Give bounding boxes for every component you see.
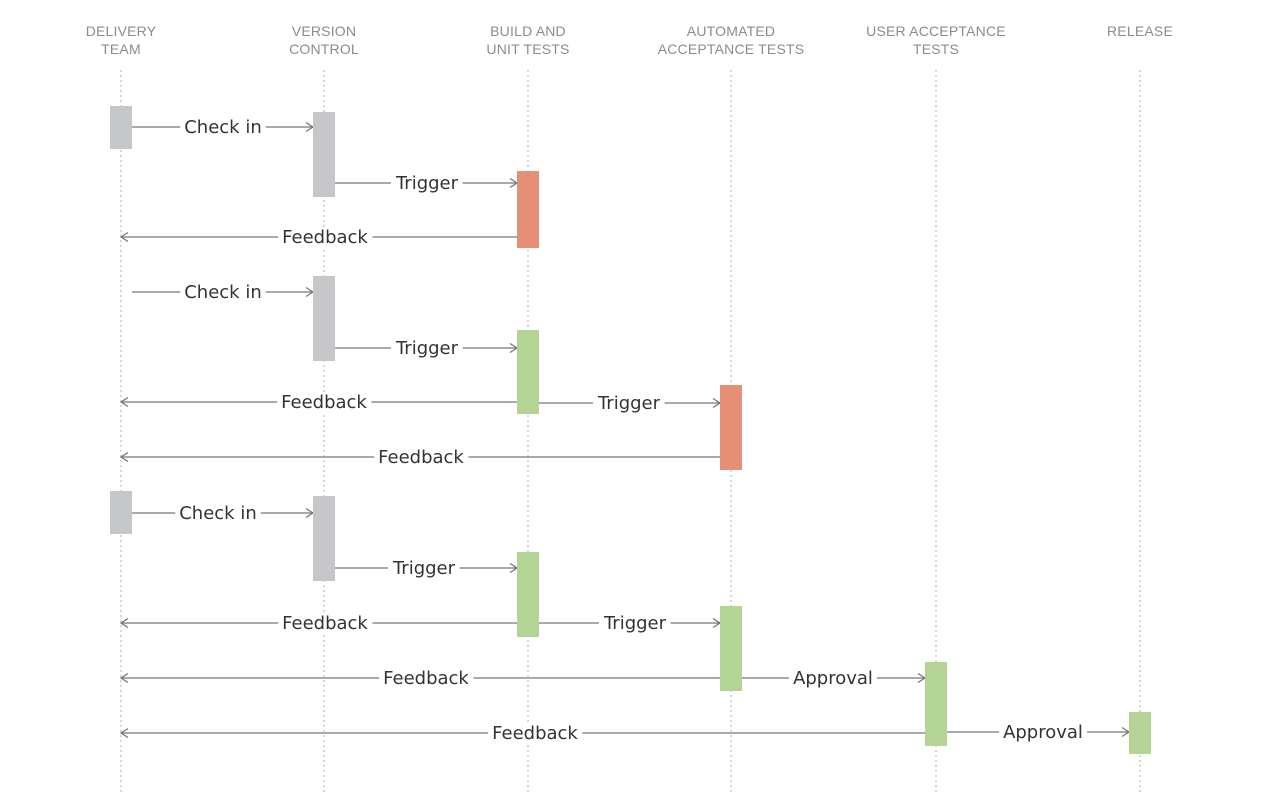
- column-header-line: BUILD AND: [490, 23, 566, 39]
- activation-bar-fail: [720, 385, 742, 470]
- message-label-background: [592, 393, 665, 414]
- arrowhead-icon: [119, 727, 129, 739]
- activation-bar-pass: [517, 552, 539, 637]
- column-header-line: UNIT TESTS: [486, 41, 570, 57]
- message-label: Trigger: [392, 558, 456, 579]
- column-header-line: CONTROL: [289, 41, 359, 57]
- message-label: Approval: [793, 668, 873, 689]
- message-label-background: [390, 338, 463, 359]
- message-label-background: [374, 447, 469, 468]
- activation-bar-pass: [720, 606, 742, 691]
- activation-bar-neutral: [313, 276, 335, 361]
- activation-bar-pass: [517, 330, 539, 414]
- message-label: Check in: [179, 503, 257, 524]
- column-header-line: DELIVERY: [85, 23, 157, 39]
- column-header-line: RELEASE: [1107, 23, 1173, 39]
- column-header-line: TEAM: [101, 41, 141, 57]
- message-label: Feedback: [281, 392, 367, 413]
- activation-bar-pass: [1129, 712, 1151, 754]
- column-header-delivery-team: DELIVERY TEAM: [11, 22, 231, 58]
- column-header-automated-acceptance-tests: AUTOMATED ACCEPTANCE TESTS: [621, 22, 841, 58]
- message-label-background: [598, 613, 671, 634]
- message-label: Feedback: [492, 723, 578, 744]
- message-label-background: [999, 722, 1087, 743]
- activation-bar-neutral: [313, 496, 335, 581]
- message-label-background: [278, 613, 373, 634]
- message-label: Check in: [184, 282, 262, 303]
- column-header-build-unit-tests: BUILD AND UNIT TESTS: [418, 22, 638, 58]
- message-label: Feedback: [282, 613, 368, 634]
- message-label-background: [379, 668, 474, 689]
- message-label: Approval: [1003, 722, 1083, 743]
- message-label-background: [390, 173, 463, 194]
- arrowhead-icon: [119, 396, 129, 408]
- arrowhead-icon: [119, 617, 129, 629]
- message-label-background: [180, 117, 266, 138]
- message-label: Check in: [184, 117, 262, 138]
- activation-bar-pass: [925, 662, 947, 746]
- column-header-user-acceptance-tests: USER ACCEPTANCE TESTS: [826, 22, 1046, 58]
- message-label: Trigger: [395, 338, 459, 359]
- column-header-line: USER ACCEPTANCE: [866, 23, 1006, 39]
- column-header-line: VERSION: [291, 23, 357, 39]
- message-label-background: [387, 558, 460, 579]
- message-label: Feedback: [378, 447, 464, 468]
- message-label: Feedback: [282, 227, 368, 248]
- message-label: Trigger: [395, 173, 459, 194]
- column-header-line: TESTS: [912, 41, 960, 57]
- message-label-background: [175, 503, 261, 524]
- message-label: Trigger: [603, 613, 667, 634]
- activation-bar-neutral: [313, 112, 335, 197]
- message-label-background: [789, 668, 877, 689]
- activation-bar-neutral: [110, 106, 132, 149]
- column-header-release: RELEASE: [1030, 22, 1250, 40]
- activation-bar-fail: [517, 171, 539, 248]
- message-label-background: [488, 723, 583, 744]
- column-header-line: AUTOMATED: [686, 23, 776, 39]
- message-label-background: [180, 282, 266, 303]
- column-header-version-control: VERSION CONTROL: [214, 22, 434, 58]
- arrowhead-icon: [119, 451, 129, 463]
- message-label-background: [277, 392, 372, 413]
- message-label: Feedback: [383, 668, 469, 689]
- arrowhead-icon: [119, 231, 129, 243]
- activation-bar-neutral: [110, 491, 132, 534]
- column-header-line: ACCEPTANCE TESTS: [657, 41, 805, 57]
- arrowhead-icon: [119, 672, 129, 684]
- message-label-background: [278, 227, 373, 248]
- message-label: Trigger: [597, 393, 661, 414]
